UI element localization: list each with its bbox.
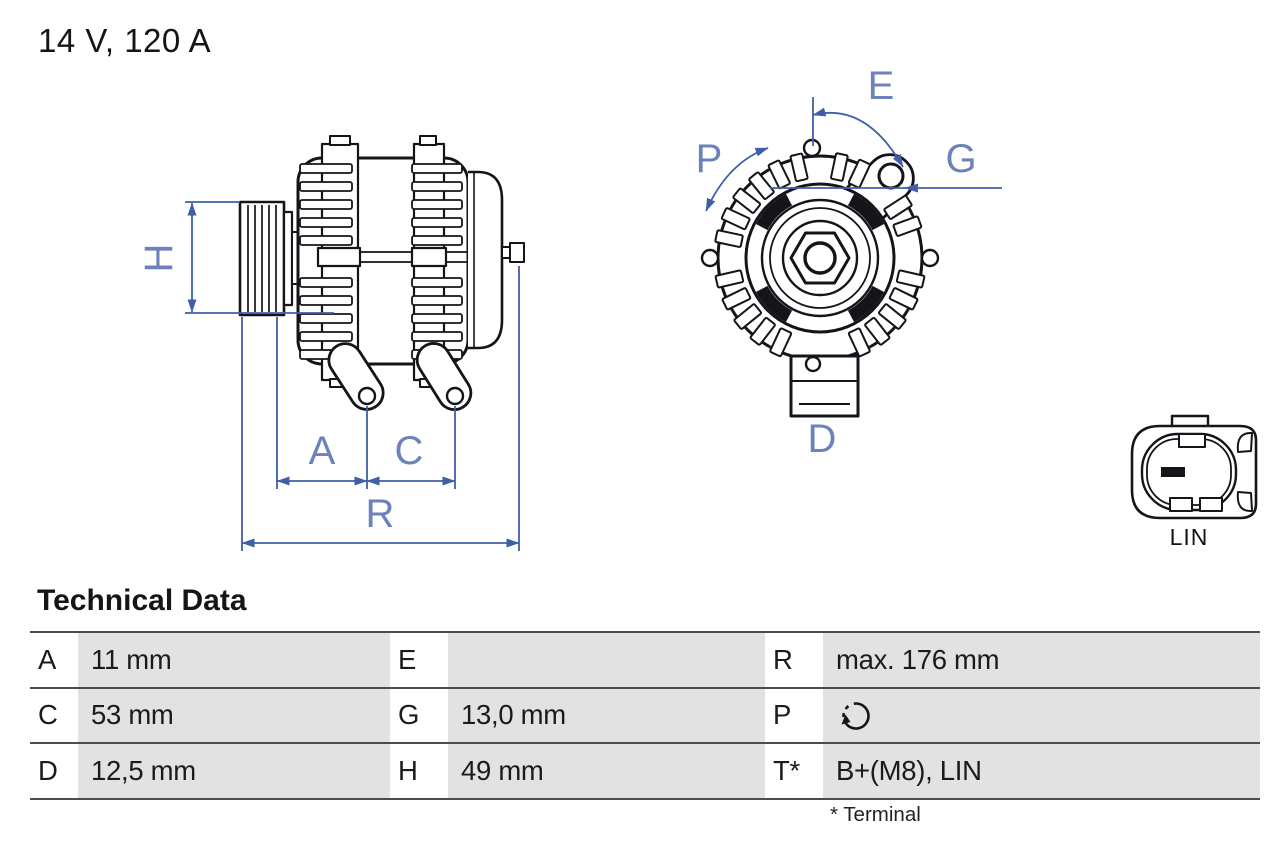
page-title: 14 V, 120 A [38, 22, 212, 59]
spec-key: R [765, 633, 823, 687]
table-row: D 12,5 mm H 49 mm T* B+(M8), LIN [30, 742, 1260, 798]
rear-cover [468, 170, 504, 350]
b-plus-terminal [501, 246, 511, 259]
lin-connector-diagram [1130, 414, 1258, 520]
vent-slots [714, 152, 926, 358]
connector-housing [1130, 424, 1258, 520]
dim-label-E: E [868, 64, 895, 108]
fan-ring-arcs [755, 193, 885, 323]
pulley-ribs [247, 205, 277, 312]
spec-key: D [30, 744, 78, 798]
spec-value: 12,5 mm [78, 744, 390, 798]
g-arrowhead [904, 183, 918, 193]
spec-key: C [30, 688, 78, 742]
dim-label-P: P [696, 137, 723, 181]
spec-value [823, 688, 1260, 742]
technical-drawing: H A C R [137, 64, 1258, 551]
spec-key: G [390, 688, 448, 742]
alternator-side-view [238, 135, 525, 411]
front-view-dimensions [705, 97, 1002, 212]
alternator-front-view [700, 138, 940, 418]
spec-key: T* [765, 744, 823, 798]
dim-label-G: G [945, 137, 976, 181]
spec-key: E [390, 633, 448, 687]
spec-key: H [390, 744, 448, 798]
spec-value: max. 176 mm [823, 633, 1260, 687]
terminal-footnote: * Terminal [830, 803, 921, 826]
spec-value: 49 mm [448, 744, 765, 798]
spec-key: P [765, 688, 823, 742]
side-view-dimensions [185, 201, 520, 551]
dim-label-H: H [137, 244, 181, 273]
connector-label: LIN [1170, 524, 1209, 550]
dim-label-R: R [366, 492, 395, 536]
section-title: Technical Data [37, 584, 247, 617]
connector-block [789, 354, 860, 418]
spec-value: 53 mm [78, 688, 390, 742]
spec-value [448, 633, 765, 687]
table-row: C 53 mm G 13,0 mm P [30, 686, 1260, 742]
dim-label-D: D [808, 417, 837, 461]
spec-value: 13,0 mm [448, 688, 765, 742]
dim-arc-E [812, 107, 904, 168]
dim-arc-P [705, 147, 769, 212]
dim-label-A: A [309, 429, 336, 473]
rotation-direction-icon [841, 702, 870, 731]
shaft-center [803, 241, 837, 275]
spec-value: 11 mm [78, 633, 390, 687]
spec-key: A [30, 633, 78, 687]
spec-value: B+(M8), LIN [823, 744, 1260, 798]
technical-data-table: A 11 mm E R max. 176 mm C 53 mm G 13,0 m… [30, 631, 1260, 800]
dim-label-C: C [395, 429, 424, 473]
lug-hole [877, 162, 905, 190]
table-row: A 11 mm E R max. 176 mm [30, 631, 1260, 687]
connector-pin [1161, 467, 1185, 477]
